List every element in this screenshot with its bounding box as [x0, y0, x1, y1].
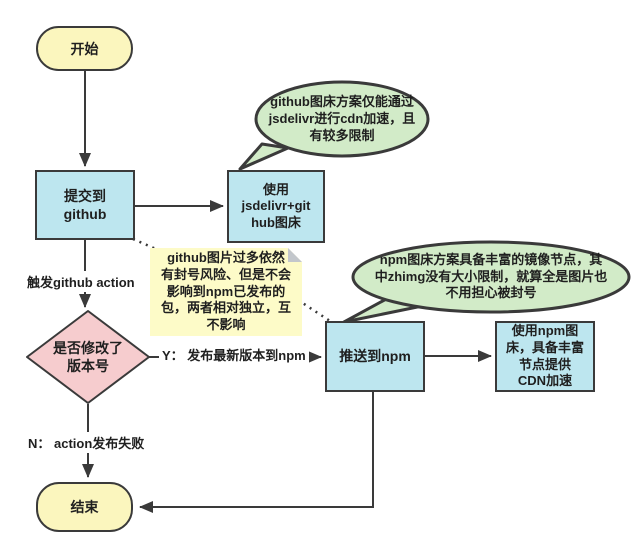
github-note-text: github图片过多依然 有封号风险、但是不会 影响到npm已发布的 包，两者相… — [160, 249, 291, 333]
use-npm-node: 使用npm图 床，具备丰富 节点提供 CDN加速 — [495, 321, 595, 392]
end-node-label: 结束 — [70, 499, 99, 515]
yes-edge-label: Y： 发布最新版本到npm — [159, 344, 309, 365]
use-jsdelivr-label: 使用 jsdelivr+git hub图床 — [241, 181, 311, 230]
edge-push-to-end — [139, 392, 374, 513]
github-bubble: github图床方案仅能通过 jsdelivr进行cdn加速，且 有较多限制 — [260, 93, 424, 146]
decision-label: 是否修改了 版本号 — [53, 339, 123, 374]
decision-diamond-shape — [26, 310, 150, 404]
github-bubble-text: github图床方案仅能通过 jsdelivr进行cdn加速，且 有较多限制 — [268, 94, 416, 143]
github-note: github图片过多依然 有封号风险、但是不会 影响到npm已发布的 包，两者相… — [154, 249, 298, 333]
start-node: 开始 — [36, 26, 133, 71]
no-edge-label: N： action发布失败 — [25, 432, 148, 453]
npm-bubble-shape — [351, 240, 631, 314]
trigger-action-edge-label: 触发github action — [24, 271, 138, 292]
note-fold-corner — [288, 248, 302, 262]
use-jsdelivr-node: 使用 jsdelivr+git hub图床 — [227, 170, 325, 243]
push-npm-label: 推送到npm — [339, 348, 411, 365]
end-node: 结束 — [36, 482, 133, 532]
npm-bubble: npm图床方案具备丰富的镜像节点，其 中zhimg没有大小限制，就算全是图片也 … — [360, 251, 622, 303]
github-bubble-shape — [254, 80, 430, 158]
decision-node: 是否修改了 版本号 — [38, 332, 138, 382]
submit-github-node: 提交到 github — [35, 170, 135, 240]
use-npm-label: 使用npm图 床，具备丰富 节点提供 CDN加速 — [505, 323, 584, 389]
github-bubble-tail — [238, 142, 290, 171]
submit-github-label: 提交到 github — [63, 187, 107, 222]
note-shape — [150, 248, 302, 336]
start-node-label: 开始 — [70, 40, 99, 57]
dashed-link-note-to-push — [297, 298, 334, 325]
push-npm-node: 推送到npm — [325, 321, 425, 392]
npm-bubble-text: npm图床方案具备丰富的镜像节点，其 中zhimg没有大小限制，就算全是图片也 … — [374, 251, 608, 301]
